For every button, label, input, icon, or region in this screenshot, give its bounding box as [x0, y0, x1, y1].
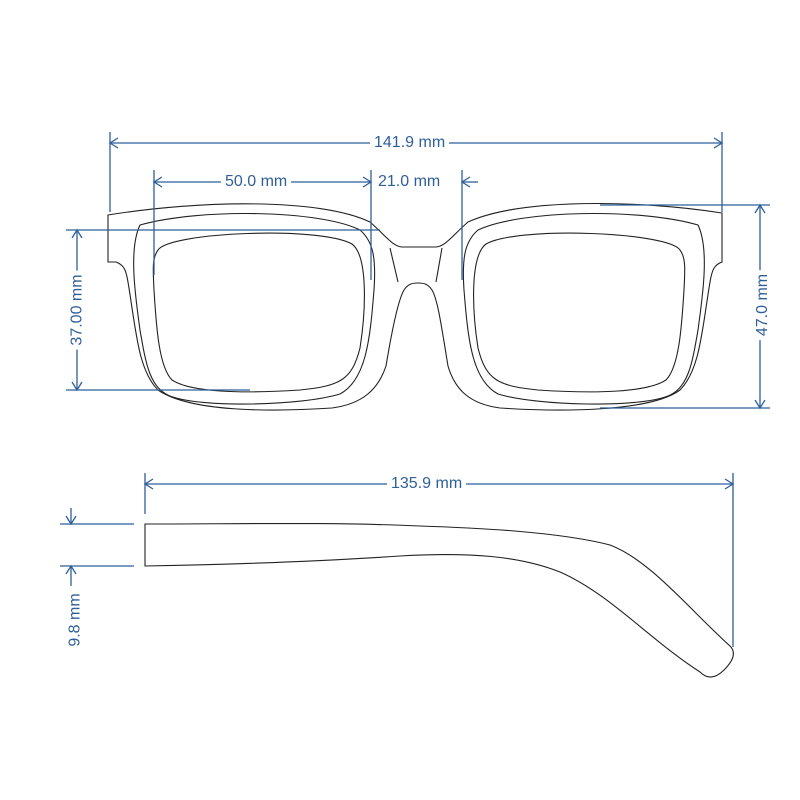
dimension-lens-height	[66, 228, 380, 392]
temple-length-label: 135.9 mm	[387, 475, 467, 493]
dimension-bridge-width	[460, 170, 478, 280]
dimension-temple-length	[143, 473, 735, 647]
dimension-temple-thickness	[60, 508, 134, 586]
front-frame-outline	[107, 202, 723, 411]
bridge-width-label: 21.0 mm	[374, 173, 445, 191]
lens-height-label: 37.00 mm	[68, 270, 87, 350]
temple-thickness-label: 9.8 mm	[66, 589, 85, 651]
total-width-label: 141.9 mm	[370, 134, 450, 152]
lens-width-label: 50.0 mm	[221, 173, 292, 191]
frame-height-label: 47.0 mm	[754, 269, 773, 341]
temple-outline	[144, 522, 734, 678]
